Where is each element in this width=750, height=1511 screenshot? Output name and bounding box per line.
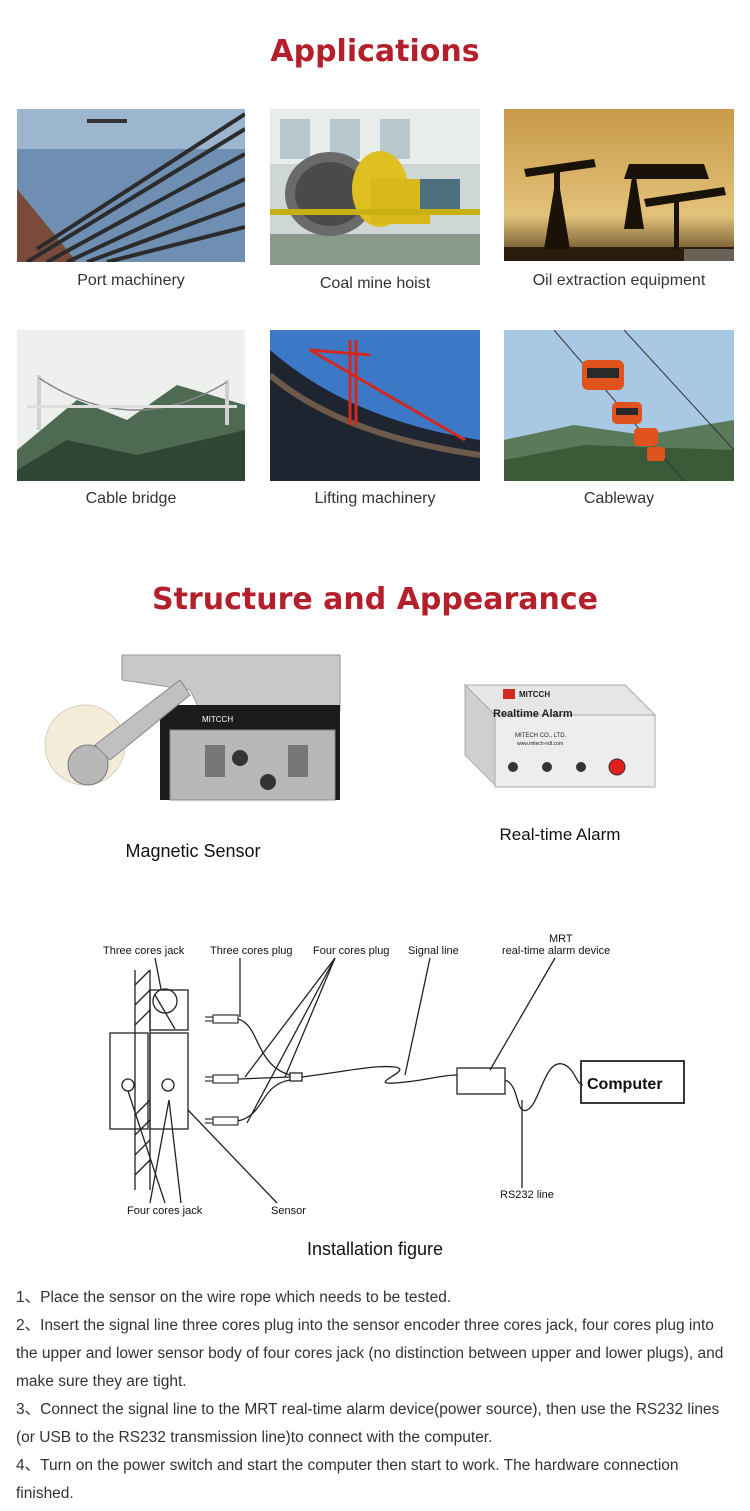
- port-machinery-photo: [17, 109, 245, 262]
- installation-steps: 1、Place the sensor on the wire rope whic…: [16, 1284, 738, 1508]
- step-3: 3、Connect the signal line to the MRT rea…: [16, 1401, 720, 1446]
- step-2: 2、Insert the signal line three cores plu…: [16, 1317, 724, 1390]
- step-4: 4、Turn on the power switch and start the…: [16, 1457, 679, 1502]
- step-1: 1、Place the sensor on the wire rope whic…: [16, 1289, 452, 1306]
- label-three-cores-jack: Three cores jack: [103, 945, 185, 957]
- coal-mine-hoist-photo: [270, 109, 480, 265]
- label-four-cores-jack: Four cores jack: [127, 1205, 203, 1217]
- cable-bridge-photo: [17, 330, 245, 481]
- alarm-site-label: www.mitech-ndt.com: [517, 741, 563, 747]
- lifting-machinery-caption: Lifting machinery: [314, 490, 436, 507]
- oil-extraction-photo: [504, 109, 734, 261]
- cable-bridge-caption: Cable bridge: [85, 490, 177, 507]
- label-signal-line: Signal line: [408, 945, 459, 957]
- label-four-cores-plug: Four cores plug: [313, 945, 389, 957]
- alarm-device-label: Realtime Alarm: [493, 708, 573, 720]
- cableway-caption: Cableway: [583, 490, 655, 507]
- magnetic-sensor-photo: MITCCH: [40, 650, 350, 810]
- port-machinery-caption: Port machinery: [77, 272, 185, 289]
- label-rs232-line: RS232 line: [500, 1189, 554, 1201]
- label-mrt: MRT: [549, 933, 573, 945]
- label-sensor: Sensor: [271, 1205, 306, 1217]
- alarm-company-label: MITECH CO., LTD.: [515, 733, 567, 739]
- realtime-alarm-photo: MITCCH Realtime Alarm MITECH CO., LTD. w…: [455, 675, 660, 795]
- sensor-brand-label: MITCCH: [202, 715, 233, 724]
- cableway-photo: [504, 330, 734, 481]
- coal-mine-hoist-caption: Coal mine hoist: [319, 275, 431, 292]
- computer-box-label: Computer: [587, 1076, 663, 1093]
- realtime-alarm-caption: Real-time Alarm: [499, 825, 621, 844]
- installation-diagram: Three cores jack Three cores plug Four c…: [103, 933, 685, 1217]
- alarm-brand-label: MITCCH: [519, 690, 550, 699]
- structure-heading: Structure and Appearance: [152, 582, 598, 617]
- magnetic-sensor-caption: Magnetic Sensor: [125, 841, 261, 861]
- applications-heading: Applications: [270, 34, 480, 69]
- label-three-cores-plug: Three cores plug: [210, 945, 293, 957]
- installation-caption: Installation figure: [306, 1239, 444, 1259]
- lifting-machinery-photo: [270, 330, 480, 481]
- oil-extraction-caption: Oil extraction equipment: [532, 272, 706, 289]
- label-alarm-device: real-time alarm device: [502, 945, 610, 957]
